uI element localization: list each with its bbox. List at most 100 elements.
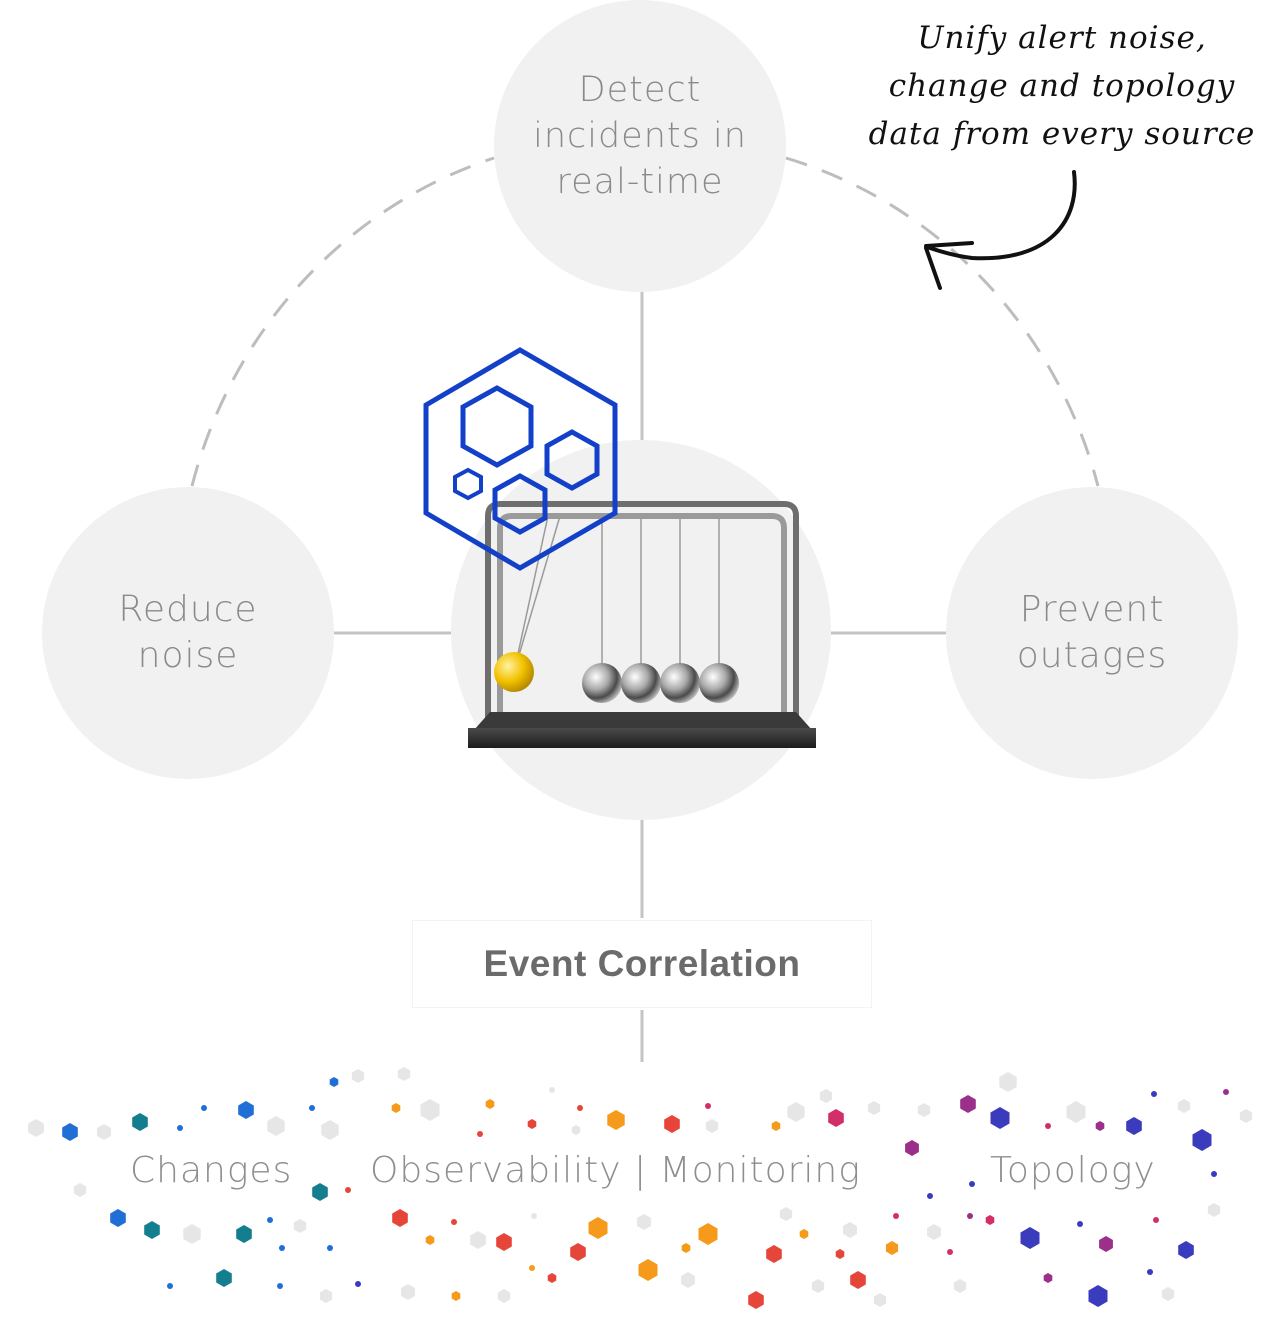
source-observability-monitoring: Observability | Monitoring xyxy=(370,1150,861,1191)
particle-hexagon xyxy=(799,1229,809,1239)
particle-hexagon xyxy=(577,1105,583,1111)
particle-hexagon xyxy=(110,1209,126,1227)
node-prevent-outages-label: Prevent outages xyxy=(1016,589,1168,676)
particle-hexagon xyxy=(425,1235,435,1245)
particle-hexagon xyxy=(236,1225,252,1243)
particle-hexagon xyxy=(267,1116,285,1136)
particle-hexagon xyxy=(705,1119,719,1133)
particle-hexagon xyxy=(969,1181,975,1187)
particle-hexagon xyxy=(319,1289,333,1303)
particle-hexagon xyxy=(1153,1217,1159,1223)
particle-hexagon xyxy=(953,1279,967,1293)
particle-hexagon xyxy=(201,1105,207,1111)
particle-hexagon xyxy=(960,1095,976,1113)
source-changes: Changes xyxy=(130,1150,293,1191)
particle-hexagon xyxy=(293,1219,307,1233)
particle-hexagon xyxy=(967,1213,973,1219)
dashed-arc-right xyxy=(785,156,1100,487)
particle-hexagon xyxy=(1147,1269,1153,1275)
particle-hexagon xyxy=(893,1213,899,1219)
particle-hexagon xyxy=(1088,1285,1108,1307)
particle-hexagon xyxy=(470,1231,486,1249)
particle-hexagon xyxy=(216,1269,232,1287)
particle-hexagon xyxy=(451,1291,461,1301)
particle-hexagon xyxy=(496,1233,512,1251)
particle-hexagon xyxy=(183,1224,201,1244)
particle-hexagon xyxy=(843,1222,857,1238)
particle-hexagon xyxy=(873,1293,887,1307)
particle-hexagon xyxy=(529,1265,535,1271)
source-topology: Topology xyxy=(990,1150,1156,1191)
particle-hexagon xyxy=(705,1103,711,1109)
particle-hexagon xyxy=(238,1101,254,1119)
particle-hexagon xyxy=(497,1289,511,1303)
particle-hexagon xyxy=(1066,1101,1086,1123)
particle-hexagon xyxy=(571,1125,581,1135)
particle-hexagon xyxy=(177,1125,183,1131)
cradle-string xyxy=(513,515,549,673)
particle-hexagon xyxy=(985,1215,995,1225)
particle-hexagon xyxy=(927,1193,933,1199)
particle-hexagon xyxy=(73,1183,87,1197)
particle-hexagon xyxy=(570,1243,586,1261)
particle-hexagon xyxy=(1192,1129,1212,1151)
particle-hexagon xyxy=(397,1067,411,1081)
particle-hexagon xyxy=(811,1279,825,1293)
annotation-text: Unify alert noise, change and topology d… xyxy=(868,20,1256,152)
particle-hexagon xyxy=(327,1245,333,1251)
particle-hexagon xyxy=(277,1283,283,1289)
particle-hexagon xyxy=(547,1273,557,1283)
particle-hexagon xyxy=(1126,1117,1142,1135)
particle-hexagon xyxy=(850,1271,866,1289)
particle-hexagon xyxy=(1151,1091,1157,1097)
particle-hexagon xyxy=(1045,1123,1051,1129)
cradle-string xyxy=(513,515,561,673)
particle-hexagon xyxy=(485,1099,495,1109)
chrome-ball xyxy=(699,663,739,703)
particle-hexagon xyxy=(345,1187,351,1193)
event-correlation-label: Event Correlation xyxy=(483,943,801,984)
particle-hexagon xyxy=(819,1089,833,1103)
particle-hexagon xyxy=(28,1119,44,1137)
particle-hexagon xyxy=(681,1243,691,1253)
particle-hexagon xyxy=(392,1209,408,1227)
particle-hexagon xyxy=(1043,1273,1053,1283)
particle-hexagon xyxy=(167,1283,173,1289)
particle-hexagon xyxy=(1095,1121,1105,1131)
particle-hexagon xyxy=(664,1115,680,1133)
particle-hexagon xyxy=(355,1281,361,1287)
event-correlation-box: Event Correlation xyxy=(412,920,872,1008)
particle-hexagon xyxy=(329,1077,339,1087)
particle-hexagon xyxy=(1077,1221,1083,1227)
particle-hexagon xyxy=(885,1241,899,1255)
particle-hexagon xyxy=(1223,1089,1229,1095)
chrome-ball xyxy=(582,663,622,703)
particle-hexagon xyxy=(607,1110,625,1130)
particle-hexagon xyxy=(999,1072,1017,1092)
particle-hexagon xyxy=(309,1105,315,1111)
particle-hexagon xyxy=(835,1249,845,1259)
particle-hexagon xyxy=(748,1291,764,1309)
particle-hexagon xyxy=(990,1107,1010,1129)
particle-hexagon xyxy=(351,1069,365,1083)
particle-hexagon xyxy=(1178,1241,1194,1259)
particle-hexagon xyxy=(477,1131,483,1137)
particle-hexagon xyxy=(279,1245,285,1251)
node-reduce-noise: Reduce noise xyxy=(42,487,334,779)
particle-hexagon xyxy=(267,1217,273,1223)
particle-hexagon xyxy=(321,1120,339,1140)
particle-hexagon xyxy=(787,1102,805,1122)
particle-hexagon xyxy=(828,1109,844,1127)
particle-hexagon xyxy=(638,1259,658,1281)
dashed-arc-left xyxy=(190,156,495,487)
particle-hexagon xyxy=(637,1214,651,1230)
chrome-ball xyxy=(660,663,700,703)
cradle-base xyxy=(474,712,812,730)
particle-hexagon xyxy=(1177,1099,1191,1113)
particle-hexagon xyxy=(917,1103,931,1117)
